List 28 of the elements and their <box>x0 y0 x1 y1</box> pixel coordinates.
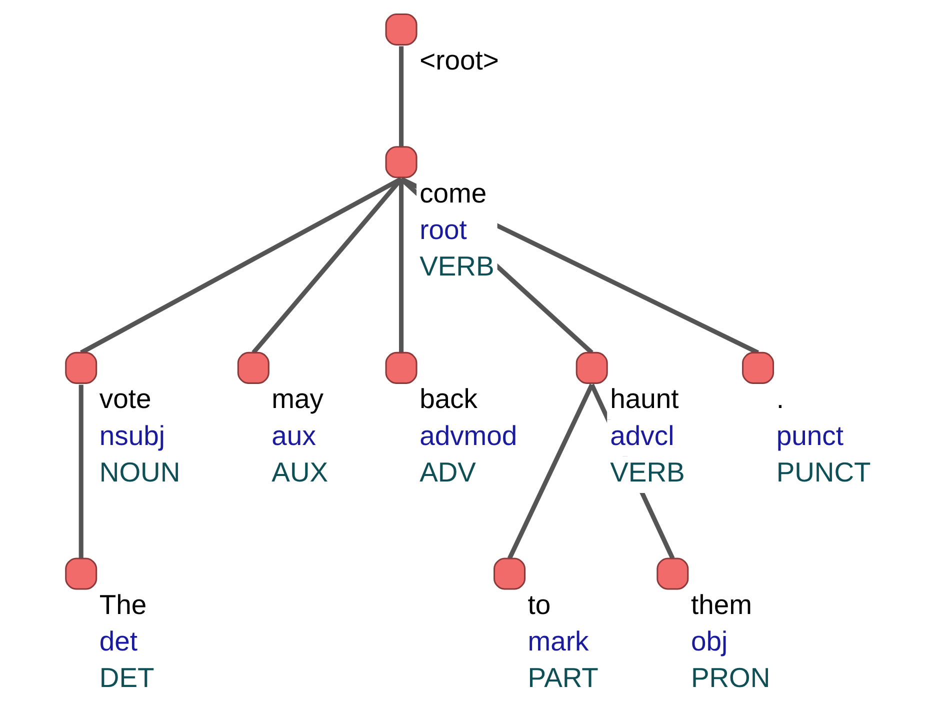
node-label: PRON <box>690 662 770 694</box>
node-label: advmod <box>419 420 517 451</box>
node-label: vote <box>98 383 151 414</box>
node-label: AUX <box>271 456 328 488</box>
node-label: may <box>271 383 324 414</box>
node-label: aux <box>271 420 316 451</box>
node-label: DET <box>98 662 154 694</box>
connector <box>506 384 594 560</box>
node-label: . <box>776 383 784 414</box>
node-label: PUNCT <box>776 456 870 488</box>
connector <box>78 384 83 558</box>
node-label: ADV <box>419 456 476 488</box>
node-label: PART <box>527 662 598 694</box>
connector <box>251 177 403 354</box>
node-label: <root> <box>419 44 498 76</box>
node-label: obj <box>690 626 728 657</box>
connector <box>80 176 402 355</box>
node-label: The <box>98 589 146 620</box>
node-label: to <box>527 589 550 620</box>
connector <box>398 46 404 147</box>
node-label: NOUN <box>98 456 180 488</box>
node-label: them <box>690 589 752 620</box>
node-label: det <box>98 626 138 657</box>
node-label: punct <box>776 420 843 451</box>
node-label: back <box>419 383 478 414</box>
node-label: nsubj <box>98 420 164 451</box>
node-label: mark <box>527 626 588 657</box>
connector <box>398 178 404 353</box>
